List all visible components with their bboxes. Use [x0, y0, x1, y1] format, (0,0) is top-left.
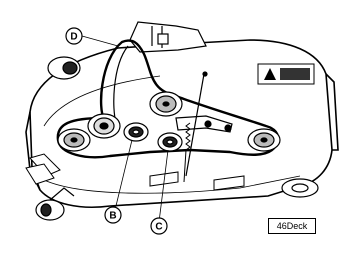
idler-pulley-b — [123, 122, 149, 142]
left-spindle-pulley — [57, 128, 91, 152]
callout-c-label: C — [155, 222, 162, 233]
right-gauge-wheel — [281, 178, 319, 198]
callout-d: D — [65, 27, 83, 45]
callout-leaders — [81, 35, 169, 223]
tension-spring — [183, 122, 191, 183]
callout-b: B — [104, 206, 122, 224]
idler-pulley-c — [157, 132, 183, 152]
right-spindle-pulley — [247, 128, 281, 152]
lift-rod — [185, 71, 208, 177]
callout-b-label: B — [109, 211, 116, 222]
figure-caption: 46Deck — [268, 218, 316, 234]
drive-pulley — [87, 113, 121, 139]
callout-c: C — [150, 217, 168, 235]
center-spindle-pulley — [149, 91, 183, 117]
gauge-wheel-top-left — [47, 56, 81, 80]
callout-d-label: D — [70, 32, 77, 43]
idler-arm — [175, 115, 233, 133]
gauge-wheel-bottom-left — [35, 187, 75, 221]
discharge-hinge — [25, 153, 61, 185]
warning-decal — [257, 63, 315, 85]
rear-bracket — [129, 21, 207, 53]
